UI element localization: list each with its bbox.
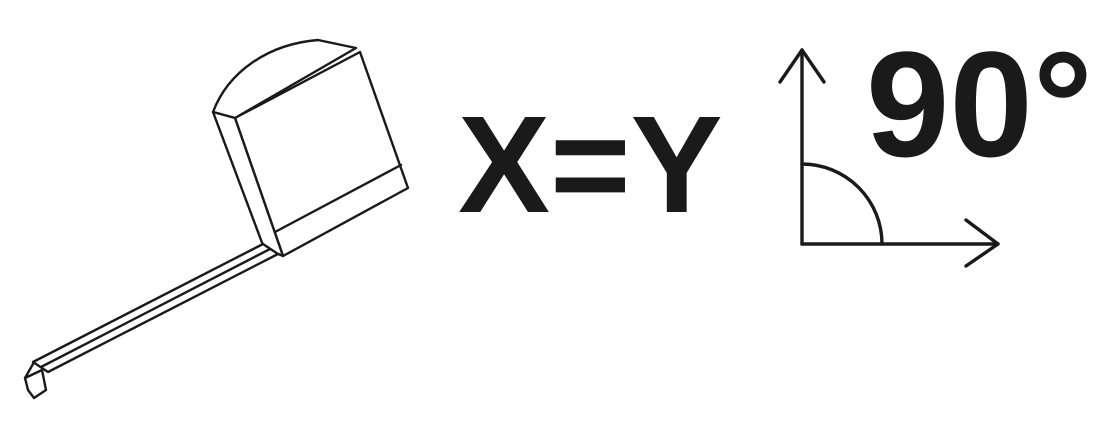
tape-measure-icon [25,40,408,398]
angle-label: 90° [866,20,1093,188]
tape-blade-edge [41,249,270,367]
equation-text: X=Y [458,88,723,242]
